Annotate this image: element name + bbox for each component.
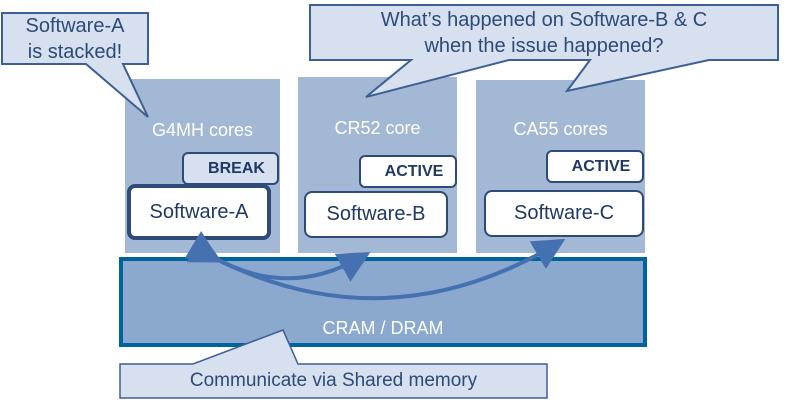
callout-line: when the issue happened? bbox=[424, 35, 664, 57]
software-b-box: Software-B bbox=[304, 191, 448, 238]
memory-label: CRAM / DRAM bbox=[322, 318, 444, 338]
callout-stacked-text: Software-A is stacked! bbox=[2, 13, 148, 65]
software-a-box: Software-A bbox=[127, 184, 271, 240]
status-badge-break: BREAK bbox=[182, 152, 279, 185]
core-title: CA55 cores bbox=[513, 119, 608, 139]
callout-question-shape bbox=[309, 4, 779, 98]
status-badge-active: ACTIVE bbox=[546, 150, 644, 183]
callout-stacked-shape bbox=[1, 12, 149, 118]
core-title: CR52 core bbox=[334, 118, 421, 138]
callout-question-text: What’s happened on Software-B & C when t… bbox=[310, 7, 778, 59]
callout-line: is stacked! bbox=[27, 41, 123, 63]
callout-line: Communicate via Shared memory bbox=[189, 370, 478, 391]
core-title: G4MH cores bbox=[151, 120, 254, 140]
arrow-a-to-c bbox=[186, 233, 566, 301]
callout-line: What’s happened on Software-B & C bbox=[380, 9, 708, 31]
software-c-box: Software-C bbox=[484, 190, 644, 237]
callout-shared-shape bbox=[119, 329, 548, 399]
shared-memory-block: CRAM / DRAM bbox=[119, 257, 647, 347]
status-badge-active: ACTIVE bbox=[359, 155, 457, 188]
callout-shared-text: Communicate via Shared memory bbox=[120, 368, 547, 394]
callout-line: Software-A bbox=[25, 15, 125, 37]
